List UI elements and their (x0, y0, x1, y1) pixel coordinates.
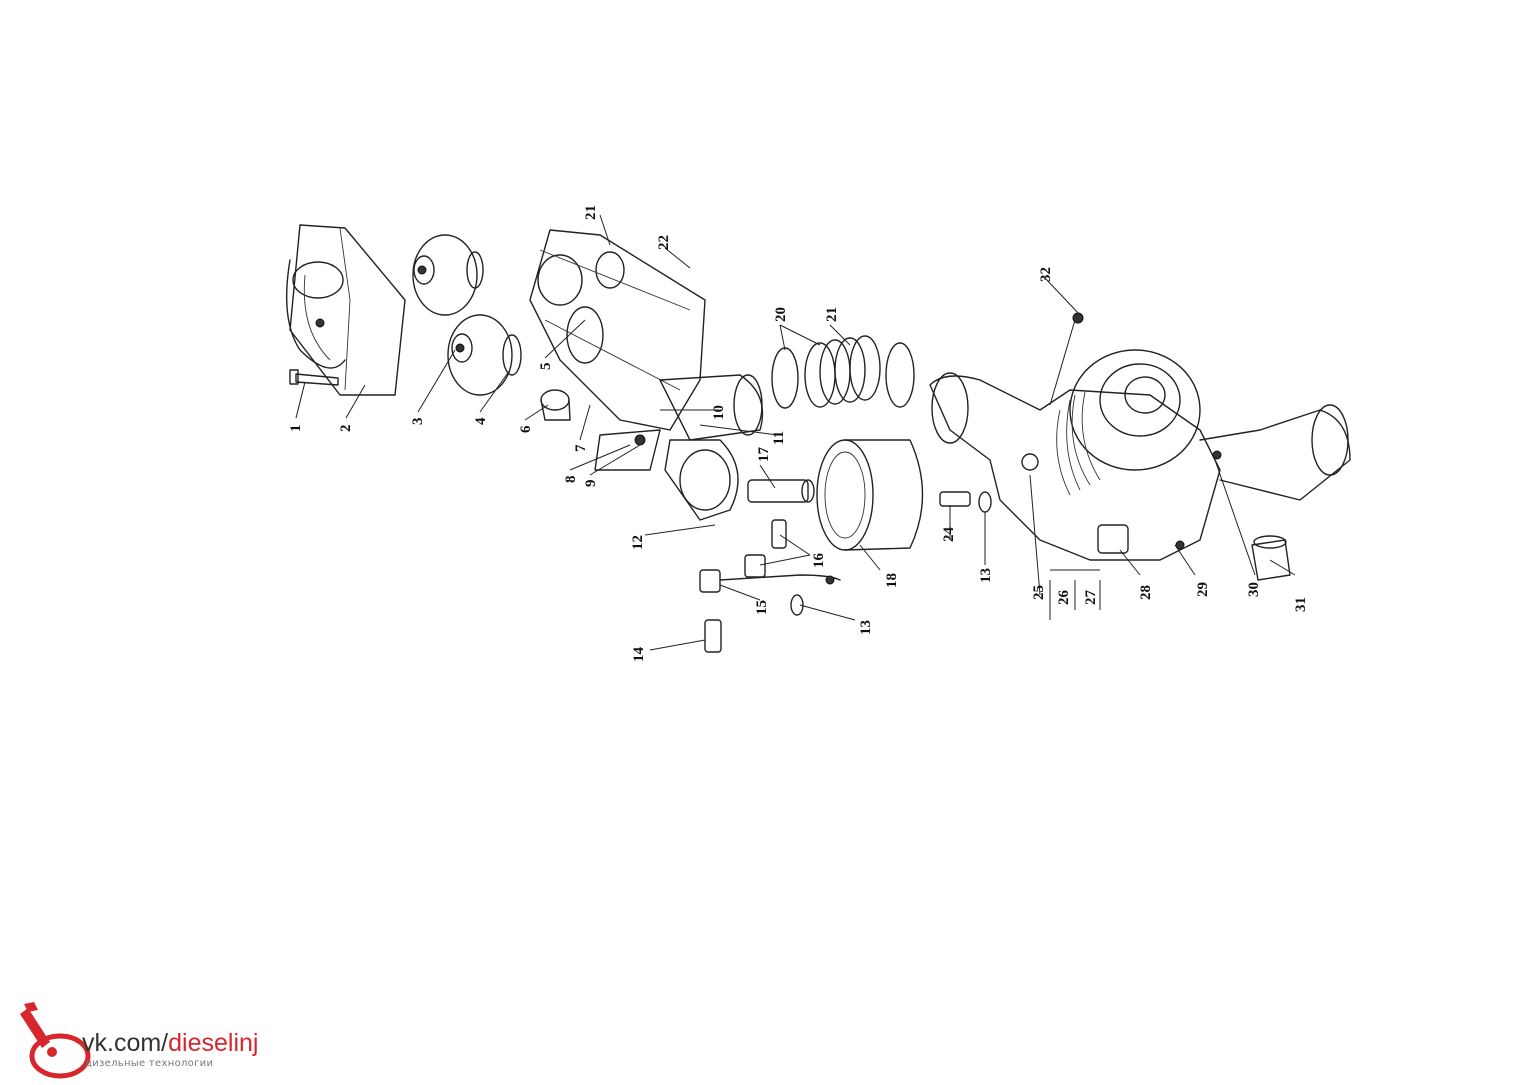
watermark-subtitle: дизельные технологии (85, 1058, 214, 1069)
bolt-1 (289, 369, 339, 386)
front-housing (529, 229, 706, 431)
outlet-elbow (659, 374, 764, 441)
part-label: 17 (756, 447, 772, 463)
part-label: 29 (1195, 582, 1211, 597)
part-label: 4 (473, 417, 489, 425)
filter-cartridge (816, 439, 924, 551)
part-label: 10 (711, 405, 727, 420)
part-label: 13 (978, 568, 994, 583)
part-label: 8 (563, 476, 579, 484)
bolt-16 (744, 519, 787, 578)
part-label: 11 (771, 431, 787, 445)
plug-6 (540, 389, 571, 421)
part-label: 22 (656, 235, 672, 250)
part-label: 6 (518, 425, 534, 433)
oil-pipe-15 (699, 569, 841, 593)
part-labels: 1 2 3 4 5 6 7 8 9 10 11 12 13 13 14 15 1… (288, 205, 1309, 662)
part-label: 27 (1083, 590, 1099, 606)
part-label: 32 (1038, 267, 1054, 282)
fitting-17 (747, 479, 815, 503)
part-label: 18 (884, 573, 900, 588)
thermostat-lower (447, 314, 522, 396)
part-label: 12 (630, 535, 646, 550)
part-label: 1 (288, 425, 304, 433)
part-label: 21 (824, 307, 840, 322)
part-label: 14 (631, 647, 647, 663)
seal-ring-20 (771, 347, 799, 409)
cover-12 (664, 439, 739, 521)
part-label: 31 (1293, 597, 1309, 612)
part-label: 30 (1246, 582, 1262, 597)
part-label: 13 (858, 620, 874, 635)
bolt-24 (939, 491, 971, 507)
part-label: 7 (573, 444, 589, 452)
sleeve-21 (804, 335, 915, 408)
part-label: 5 (538, 363, 554, 371)
part-label: 20 (773, 307, 789, 322)
gasket-8-9 (594, 429, 661, 471)
part-label: 26 (1056, 590, 1072, 606)
part-label: 2 (338, 425, 354, 433)
part-label: 16 (811, 553, 827, 569)
leader-lines (295, 214, 1296, 651)
part-label: 9 (583, 480, 599, 488)
watermark-url-name: dieselinj (168, 1029, 259, 1057)
plug-31 (1251, 535, 1291, 581)
injector-logo-icon (20, 1002, 91, 1079)
part-label: 24 (941, 527, 957, 543)
water-pump (929, 312, 1351, 561)
thermostat-upper (412, 234, 484, 316)
thermostat-housing (286, 224, 406, 396)
watermark-url[interactable]: vk.com/dieselinj (82, 1030, 258, 1056)
part-label: 21 (583, 205, 599, 220)
part-label: 28 (1138, 585, 1154, 600)
part-label: 15 (754, 600, 770, 615)
watermark-url-prefix: vk.com/ (82, 1029, 169, 1057)
bolt-14 (704, 619, 722, 653)
part-label: 3 (410, 418, 426, 426)
part-label: 25 (1031, 585, 1047, 600)
